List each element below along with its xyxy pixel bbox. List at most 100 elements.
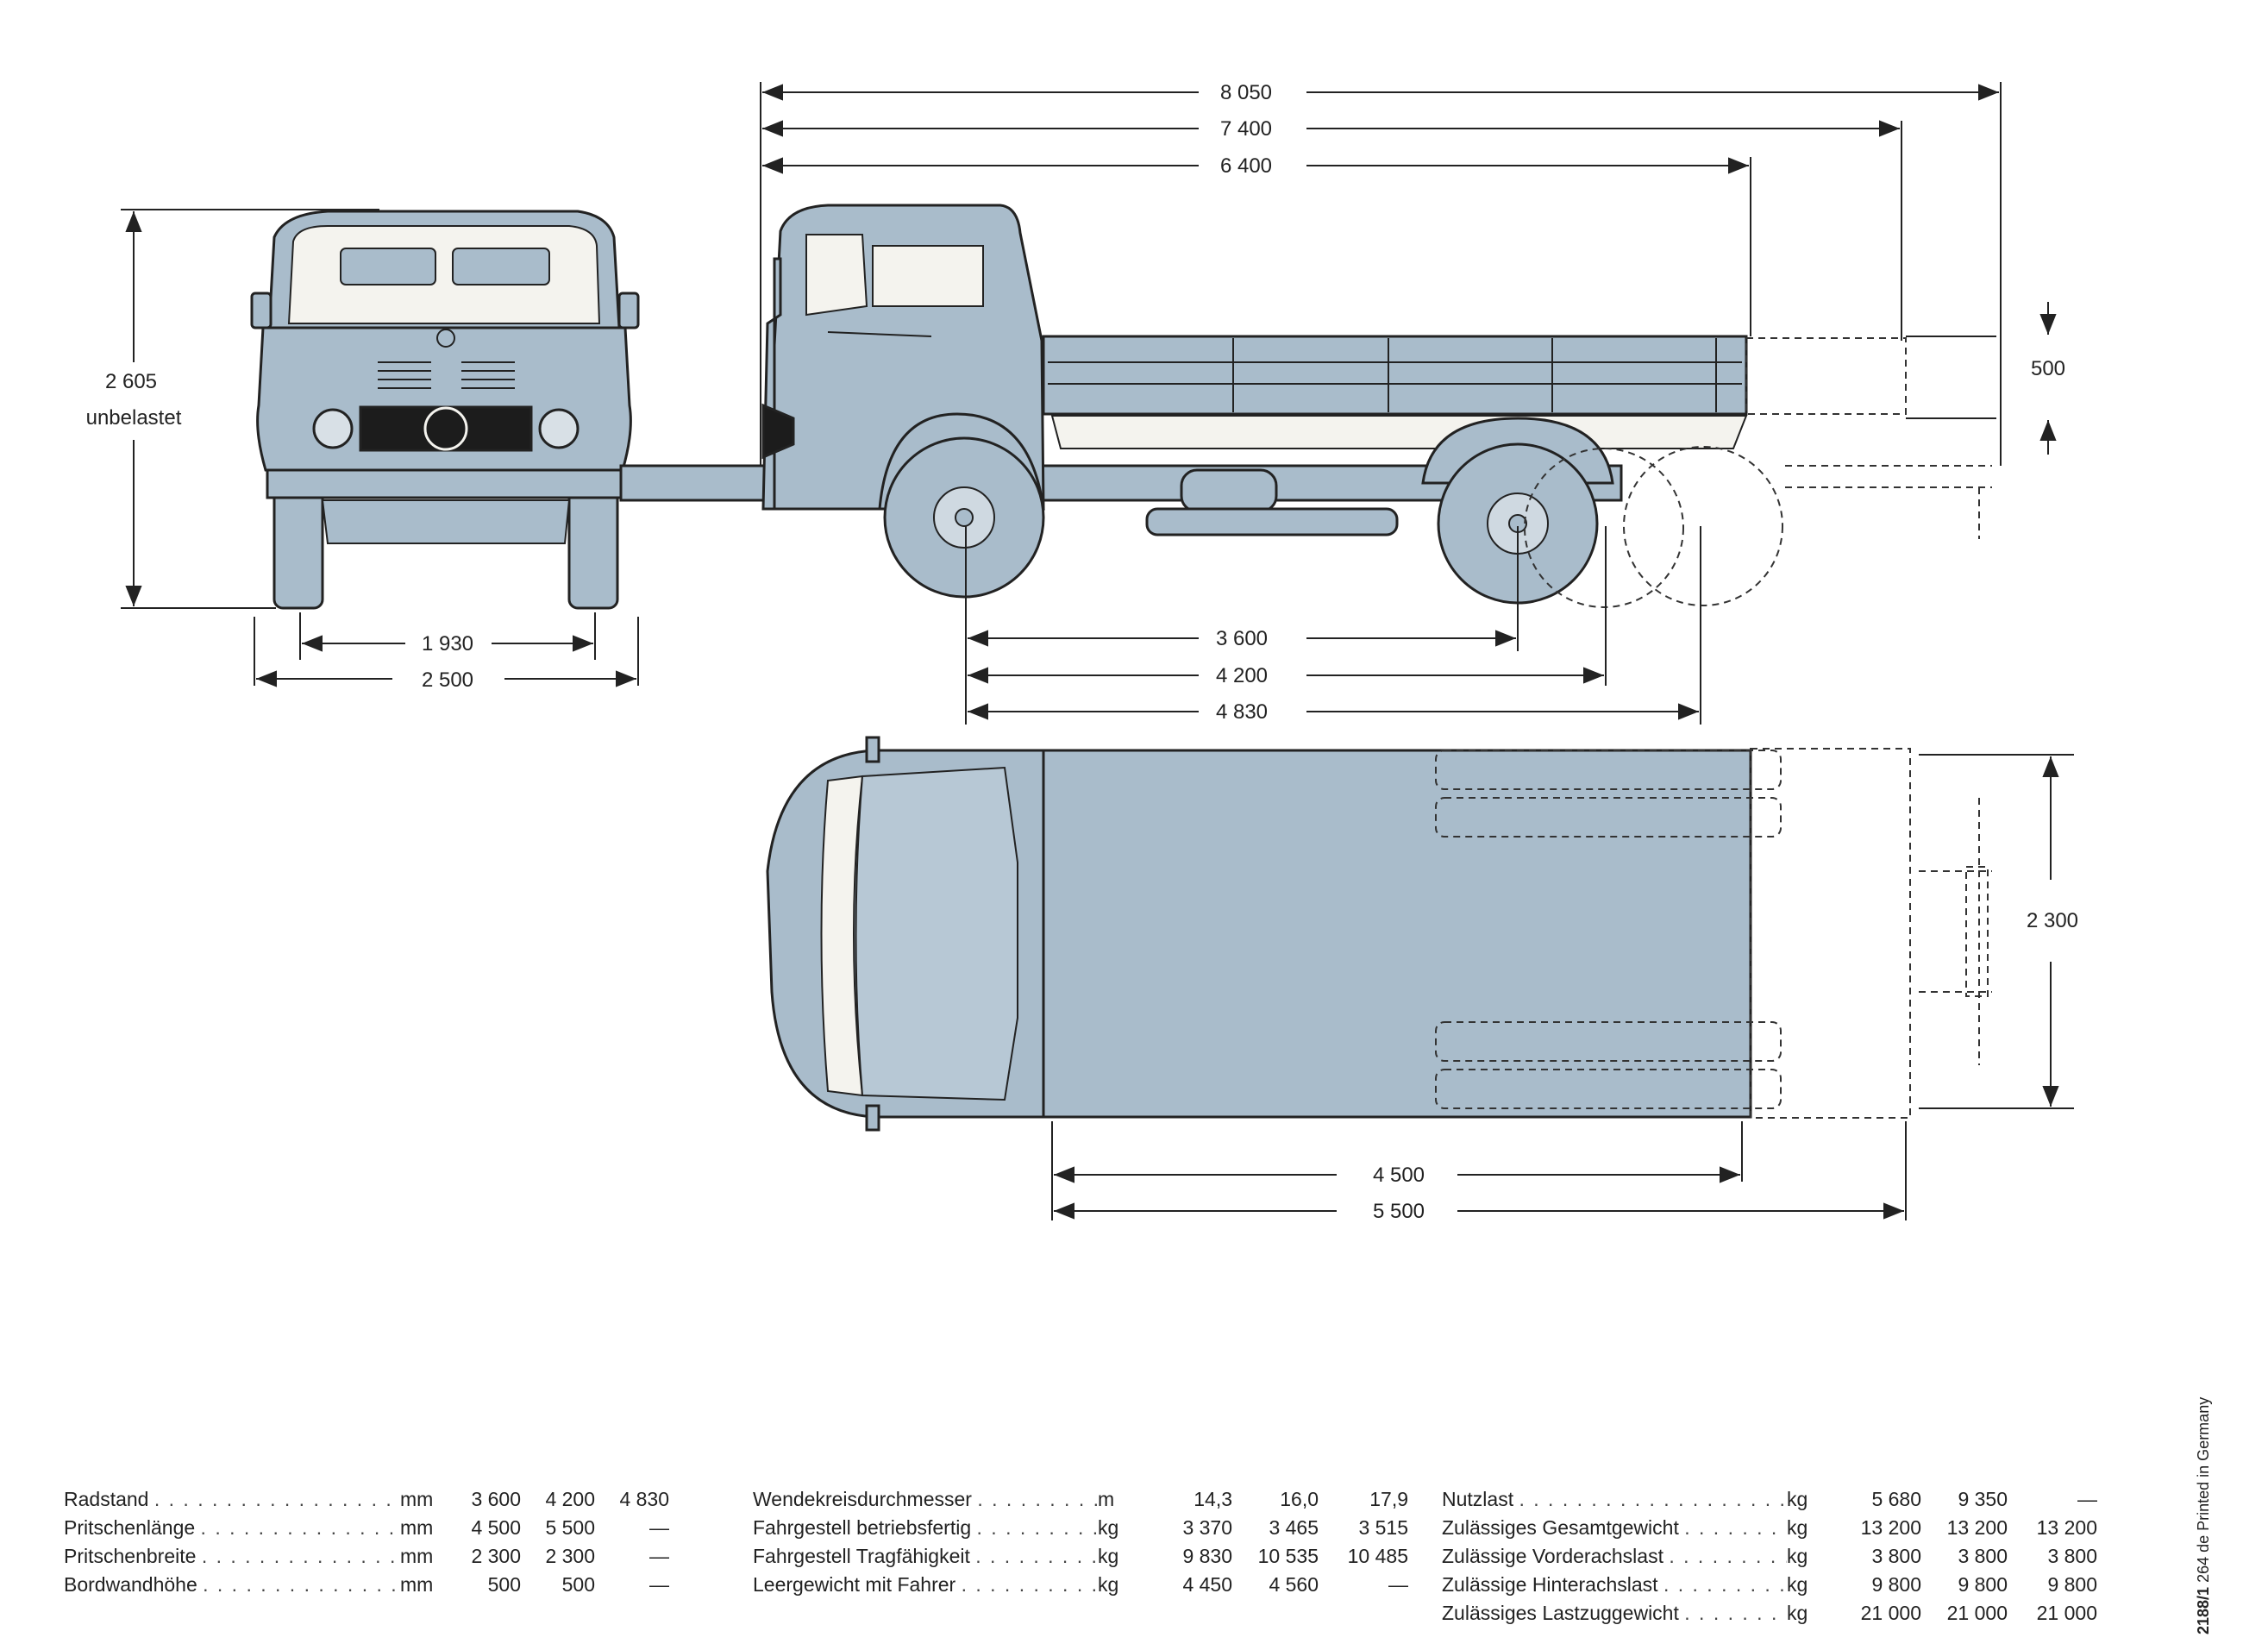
spec-row: Bordwandhöhe . . . . . . . . . . . . . .… bbox=[64, 1571, 669, 1599]
top-mirror-left bbox=[865, 736, 880, 763]
top-dimension-lines bbox=[1051, 754, 2074, 1220]
spec-value: 21 000 bbox=[1860, 1602, 1921, 1624]
spec-label: Zulässiges Lastzuggewicht . . . . . . . … bbox=[1442, 1602, 1787, 1624]
spec-row: Nutzlast . . . . . . . . . . . . . . . .… bbox=[1442, 1485, 2097, 1514]
side-dashed-extensions bbox=[1524, 337, 1992, 608]
spec-label: Wendekreisdurchmesser . . . . . . . . . … bbox=[753, 1488, 1098, 1510]
spec-value: 4 200 bbox=[545, 1488, 595, 1510]
spec-value: 3 800 bbox=[1958, 1545, 2008, 1567]
spec-table-dimensions: Radstand . . . . . . . . . . . . . . . .… bbox=[64, 1485, 669, 1599]
spec-value: 5 680 bbox=[1871, 1488, 1921, 1510]
spec-row: Pritschenbreite . . . . . . . . . . . . … bbox=[64, 1542, 669, 1571]
spec-value: 21 000 bbox=[1946, 1602, 2008, 1624]
spec-value: 9 800 bbox=[1958, 1573, 2008, 1596]
top-roof bbox=[855, 766, 1018, 1101]
front-emblem-small bbox=[436, 329, 455, 348]
spec-unit: kg bbox=[1787, 1516, 1808, 1539]
spec-value: 2 300 bbox=[545, 1545, 595, 1567]
front-axle bbox=[321, 499, 571, 544]
spec-value: 21 000 bbox=[2036, 1602, 2097, 1624]
spec-label: Zulässige Hinterachslast . . . . . . . .… bbox=[1442, 1573, 1787, 1596]
spec-col3-rows: Nutzlast . . . . . . . . . . . . . . . .… bbox=[1442, 1485, 2097, 1628]
spec-value: 3 800 bbox=[1871, 1545, 1921, 1567]
spec-row: Wendekreisdurchmesser . . . . . . . . . … bbox=[753, 1485, 1408, 1514]
spec-value: — bbox=[649, 1545, 669, 1567]
spec-value: 3 600 bbox=[471, 1488, 521, 1510]
wheelbase-1: 3 600 bbox=[1216, 627, 1268, 650]
top-view-truck bbox=[766, 736, 1752, 1132]
print-code-number: 2188/1 bbox=[2195, 1586, 2212, 1634]
spec-row: Zulässiges Lastzuggewicht . . . . . . . … bbox=[1442, 1599, 2097, 1628]
spec-unit: kg bbox=[1098, 1516, 1119, 1539]
spec-row: Fahrgestell betriebsfertig . . . . . . .… bbox=[753, 1514, 1408, 1542]
side-crossmembers bbox=[1050, 415, 1748, 449]
spec-value: 9 350 bbox=[1958, 1488, 2008, 1510]
spec-value: 13 200 bbox=[1946, 1516, 2008, 1539]
spec-value: 500 bbox=[561, 1573, 595, 1596]
spec-unit: kg bbox=[1787, 1573, 1808, 1596]
spec-value: 14,3 bbox=[1194, 1488, 1232, 1510]
front-height-note: unbelastet bbox=[86, 406, 182, 430]
headlight-left bbox=[312, 408, 354, 449]
headlight-right bbox=[538, 408, 580, 449]
spec-unit: m bbox=[1098, 1488, 1115, 1510]
front-view-truck bbox=[250, 210, 640, 610]
spec-row: Zulässiges Gesamtgewicht . . . . . . . .… bbox=[1442, 1514, 2097, 1542]
spec-unit: mm bbox=[400, 1516, 434, 1539]
side-dimension-lines bbox=[760, 82, 2057, 725]
top-dashed-extensions bbox=[1435, 748, 1992, 1119]
spec-col2-rows: Wendekreisdurchmesser . . . . . . . . . … bbox=[753, 1485, 1408, 1599]
front-width-label: 2 500 bbox=[422, 668, 473, 692]
overall-length-1: 8 050 bbox=[1220, 81, 1272, 104]
spec-unit: mm bbox=[400, 1545, 434, 1567]
print-code: 2188/1 264 de Printed in Germany bbox=[2195, 1397, 2213, 1634]
side-height-label: 500 bbox=[2031, 357, 2065, 380]
spec-label: Zulässiges Gesamtgewicht . . . . . . . .… bbox=[1442, 1516, 1787, 1539]
spec-row: Fahrgestell Tragfähigkeit . . . . . . . … bbox=[753, 1542, 1408, 1571]
front-height-label: 2 605 bbox=[105, 370, 157, 393]
front-emblem-star bbox=[423, 406, 468, 451]
spec-row: Radstand . . . . . . . . . . . . . . . .… bbox=[64, 1485, 669, 1514]
spec-label: Zulässige Vorderachslast . . . . . . . .… bbox=[1442, 1545, 1787, 1567]
spec-unit: kg bbox=[1098, 1545, 1119, 1567]
spec-row: Zulässige Hinterachslast . . . . . . . .… bbox=[1442, 1571, 2097, 1599]
mirror-left bbox=[250, 292, 273, 329]
side-view-truck bbox=[619, 204, 1748, 605]
wheelbase-2: 4 200 bbox=[1216, 664, 1268, 687]
spec-label: Pritschenlänge . . . . . . . . . . . . .… bbox=[64, 1516, 400, 1539]
spec-value: 13 200 bbox=[2036, 1516, 2097, 1539]
spec-table-loads: Nutzlast . . . . . . . . . . . . . . . .… bbox=[1442, 1485, 2097, 1628]
spec-unit: kg bbox=[1787, 1545, 1808, 1567]
spec-label: Bordwandhöhe . . . . . . . . . . . . . .… bbox=[64, 1573, 400, 1596]
spec-row: Pritschenlänge . . . . . . . . . . . . .… bbox=[64, 1514, 669, 1542]
side-door-window bbox=[872, 245, 984, 307]
top-mirror-right bbox=[865, 1104, 880, 1132]
front-track-label: 1 930 bbox=[422, 632, 473, 656]
overall-length-2: 7 400 bbox=[1220, 117, 1272, 141]
spec-unit: kg bbox=[1787, 1488, 1808, 1510]
spec-value: — bbox=[649, 1516, 669, 1539]
top-width-label: 2 300 bbox=[2027, 909, 2078, 932]
front-dimension-lines bbox=[121, 209, 639, 687]
side-exhaust bbox=[1145, 507, 1399, 536]
spec-value: 3 465 bbox=[1269, 1516, 1319, 1539]
front-vents bbox=[378, 361, 515, 389]
spec-unit: mm bbox=[400, 1573, 434, 1596]
spec-unit: mm bbox=[400, 1488, 434, 1510]
spec-value: 4 450 bbox=[1182, 1573, 1232, 1596]
front-windshield bbox=[287, 225, 601, 324]
spec-value: 2 300 bbox=[471, 1545, 521, 1567]
spec-value: 4 500 bbox=[471, 1516, 521, 1539]
spec-value: 17,9 bbox=[1369, 1488, 1408, 1510]
front-left-wheel bbox=[273, 481, 324, 610]
spec-value: 10 535 bbox=[1257, 1545, 1319, 1567]
spec-value: 10 485 bbox=[1347, 1545, 1408, 1567]
spec-value: 9 800 bbox=[1871, 1573, 1921, 1596]
spec-value: 4 830 bbox=[619, 1488, 669, 1510]
spec-value: 9 800 bbox=[2047, 1573, 2097, 1596]
front-right-wheel bbox=[567, 481, 619, 610]
spec-label: Fahrgestell Tragfähigkeit . . . . . . . … bbox=[753, 1545, 1098, 1567]
spec-label: Radstand . . . . . . . . . . . . . . . .… bbox=[64, 1488, 400, 1510]
spec-value: — bbox=[649, 1573, 669, 1596]
